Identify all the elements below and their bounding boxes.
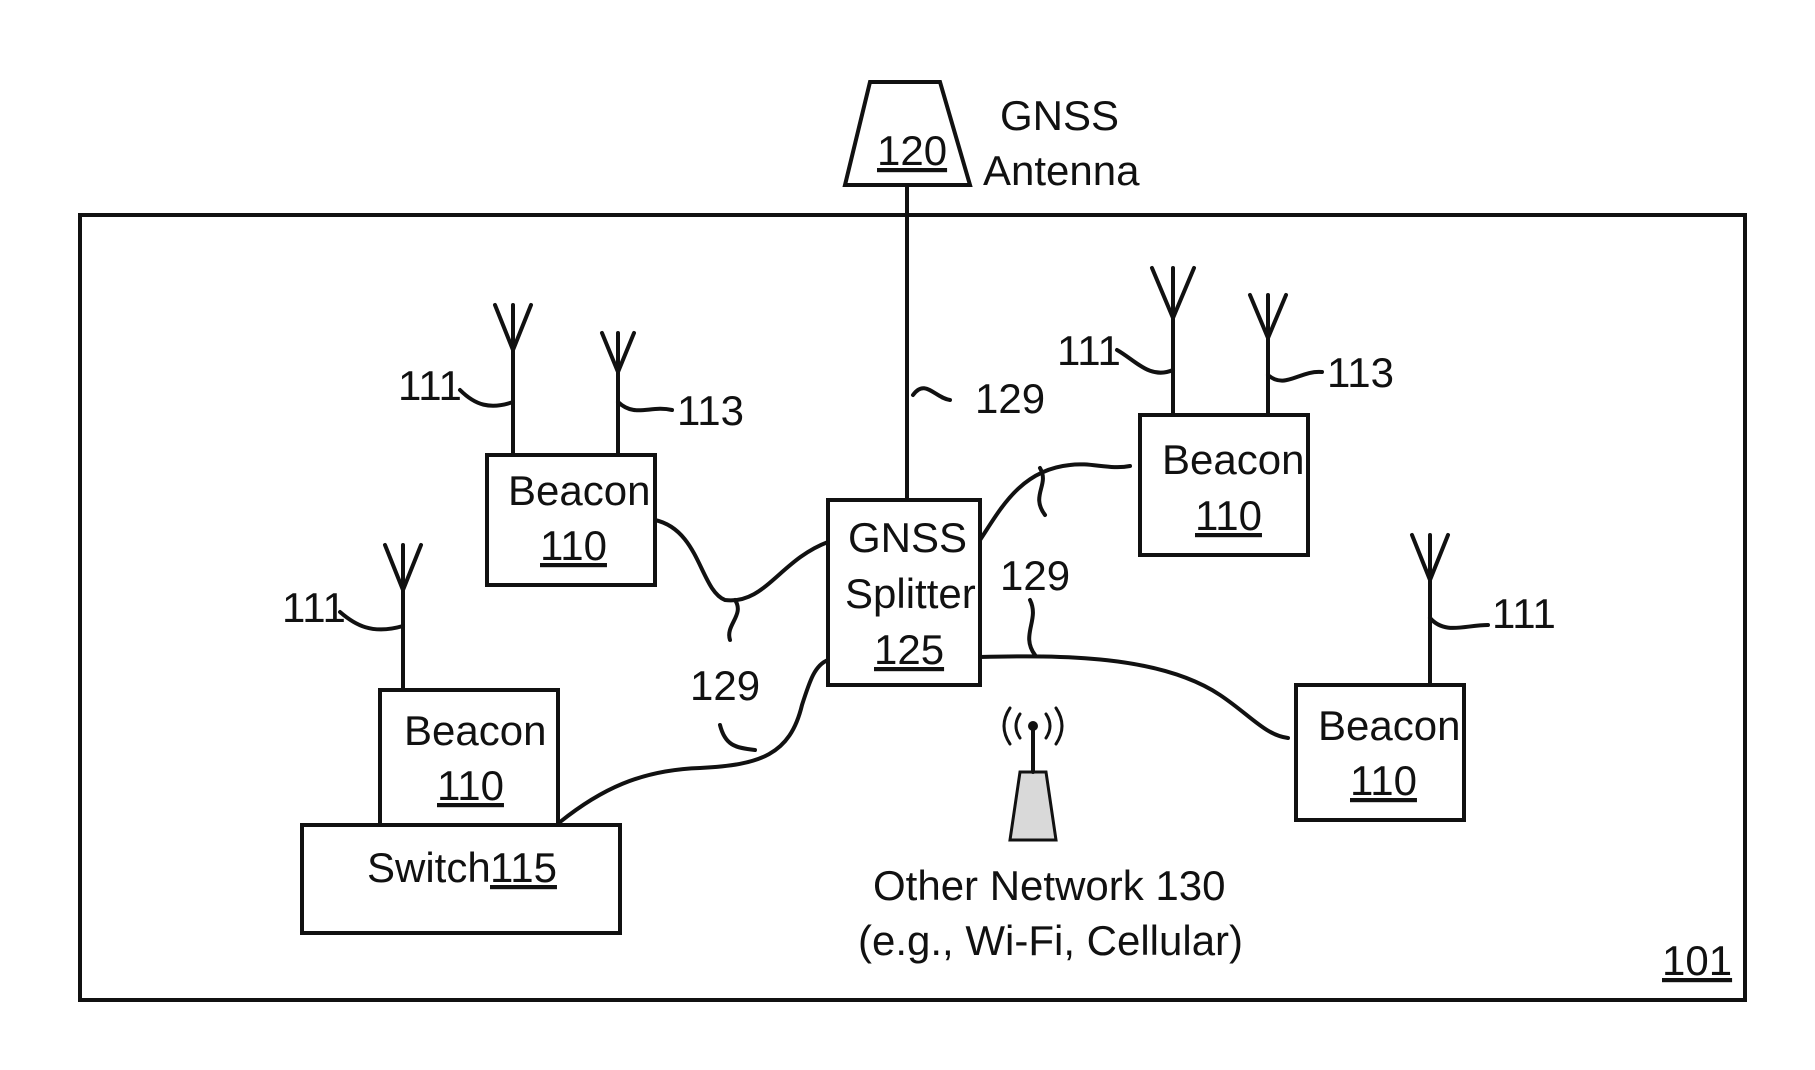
antenna-111-icon bbox=[385, 545, 421, 590]
antenna-title-line2: Antenna bbox=[983, 147, 1140, 194]
antenna-111-ref-label: 111 bbox=[282, 584, 346, 631]
beacon-label: Beacon bbox=[1318, 702, 1460, 749]
wave-right-inner bbox=[1046, 714, 1050, 738]
other-network-line2: (e.g., Wi-Fi, Cellular) bbox=[858, 917, 1243, 964]
cell-tower-tip bbox=[1028, 721, 1038, 731]
wave-left-inner bbox=[1016, 714, 1020, 738]
antenna-113-ref-label: 113 bbox=[677, 387, 744, 434]
wave-left-outer bbox=[1004, 708, 1010, 744]
beacon-ref-label: 110 bbox=[437, 762, 504, 809]
beacon-label: Beacon bbox=[508, 467, 650, 514]
gnss-splitter: GNSS Splitter 125 bbox=[828, 500, 980, 685]
leader-111 bbox=[1117, 350, 1173, 373]
cable-beacon-topleft bbox=[655, 520, 828, 600]
antenna-113-icon bbox=[1250, 295, 1286, 338]
cable-beacon-topright bbox=[980, 464, 1130, 540]
antenna-113-ref-label: 113 bbox=[1327, 349, 1394, 396]
beacon-ref-label: 110 bbox=[1350, 757, 1417, 804]
cable-ref-label-bottom: 129 bbox=[690, 662, 760, 709]
switch-ref-label: 115 bbox=[490, 844, 557, 891]
antenna-title-line1: GNSS bbox=[1000, 92, 1119, 139]
system-ref-label: 101 bbox=[1662, 937, 1732, 984]
antenna-111-ref-label: 111 bbox=[1492, 590, 1556, 637]
cable-ref-label-mid: 129 bbox=[1000, 552, 1070, 599]
beacon-ref-label: 110 bbox=[1195, 492, 1262, 539]
antenna-111-icon bbox=[1152, 268, 1194, 318]
cell-tower-icon bbox=[1010, 772, 1056, 840]
beacon-label: Beacon bbox=[1162, 436, 1304, 483]
beacon-top-left: 111 113 Beacon 110 bbox=[398, 305, 744, 585]
splitter-ref-label: 125 bbox=[874, 626, 944, 673]
splitter-line1: GNSS bbox=[848, 514, 967, 561]
beacon-with-switch: 111 Beacon 110 Switch 115 bbox=[282, 545, 620, 933]
leader-129-top bbox=[913, 388, 950, 400]
leader-113 bbox=[618, 402, 672, 410]
cable-ref-label-top: 129 bbox=[975, 375, 1045, 422]
other-network-line1: Other Network 130 bbox=[873, 862, 1226, 909]
leader-113 bbox=[1268, 372, 1322, 381]
antenna-113-icon bbox=[602, 333, 634, 372]
antenna-111-icon bbox=[1412, 535, 1448, 580]
beacon-ref-label: 110 bbox=[540, 522, 607, 569]
beacon-top-right: 111 113 Beacon 110 bbox=[1057, 268, 1394, 555]
leader-111 bbox=[460, 390, 513, 406]
leader-111 bbox=[1430, 618, 1488, 628]
splitter-line2: Splitter bbox=[845, 570, 976, 617]
beacon-label: Beacon bbox=[404, 707, 546, 754]
cable-beacon-right bbox=[980, 656, 1288, 738]
leader-111 bbox=[340, 612, 403, 629]
antenna-111-icon bbox=[495, 305, 531, 350]
gnss-antenna: 120 GNSS Antenna bbox=[845, 82, 1140, 194]
antenna-111-ref-label: 111 bbox=[398, 362, 462, 409]
leader-129-left bbox=[729, 600, 738, 640]
beacon-right: 111 Beacon 110 bbox=[1296, 535, 1556, 820]
leader-129-bottom bbox=[720, 725, 755, 750]
antenna-111-ref-label: 111 bbox=[1057, 327, 1121, 374]
antenna-ref-label: 120 bbox=[877, 127, 947, 174]
leader-129-mid bbox=[1029, 600, 1035, 655]
other-network: Other Network 130 (e.g., Wi-Fi, Cellular… bbox=[858, 708, 1243, 964]
wave-right-outer bbox=[1056, 708, 1062, 744]
switch-label: Switch bbox=[367, 844, 491, 891]
